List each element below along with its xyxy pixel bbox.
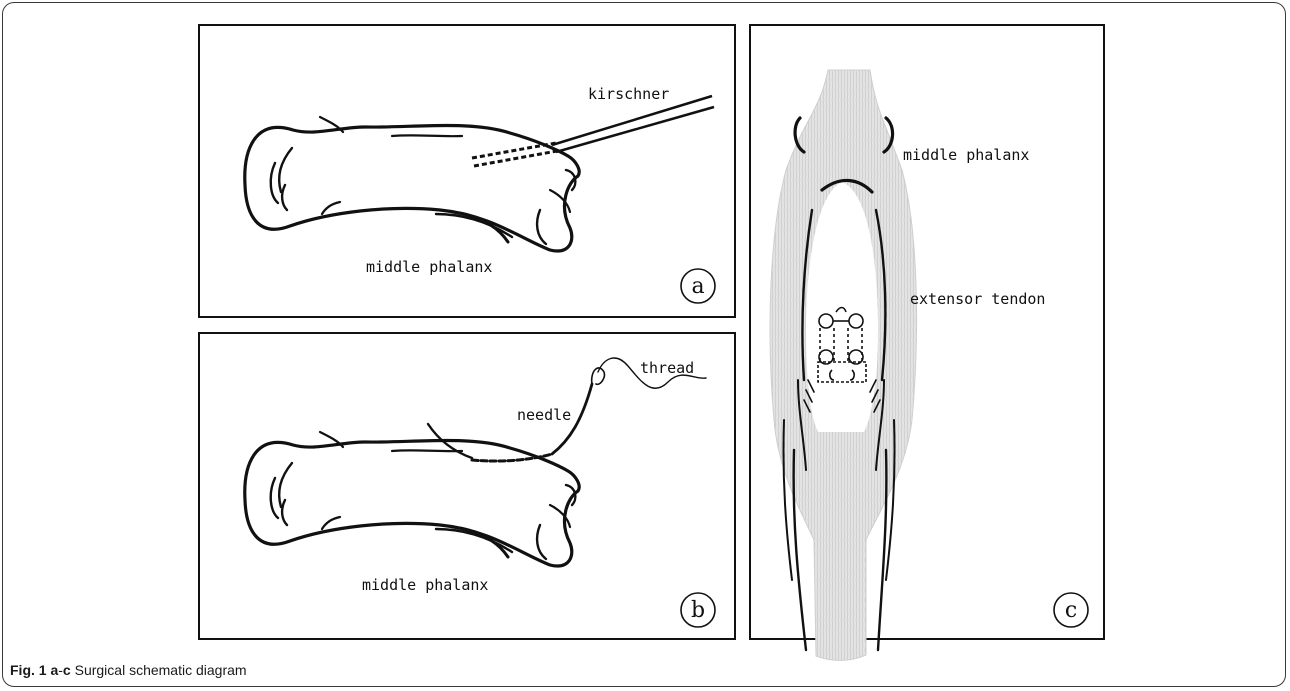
- label-thread: thread: [640, 359, 694, 377]
- label-needle: needle: [517, 406, 571, 424]
- figure-caption: Fig. 1 a-c Surgical schematic diagram: [10, 662, 247, 678]
- label-kirschner: kirschner: [588, 85, 669, 103]
- caption-range-end: c: [63, 662, 71, 678]
- panel-b-letter: b: [691, 598, 705, 623]
- label-middle-phalanx-b: middle phalanx: [362, 576, 488, 594]
- label-extensor-tendon: extensor tendon: [910, 290, 1045, 308]
- panel-c-letter: c: [1065, 598, 1077, 623]
- label-middle-phalanx-a: middle phalanx: [366, 258, 492, 276]
- panel-a-bone: [245, 117, 579, 251]
- caption-text: Surgical schematic diagram: [71, 662, 247, 678]
- panel-a: kirschner middle phalanx a: [199, 25, 735, 317]
- label-middle-phalanx-c: middle phalanx: [903, 146, 1029, 164]
- panel-c: middle phalanx extensor tendon c: [750, 25, 1104, 660]
- panel-a-letter: a: [691, 274, 704, 299]
- panel-b: needle thread middle phalanx b: [199, 333, 735, 639]
- caption-fig-label: Fig. 1: [10, 662, 47, 678]
- panel-b-bone: [245, 432, 579, 566]
